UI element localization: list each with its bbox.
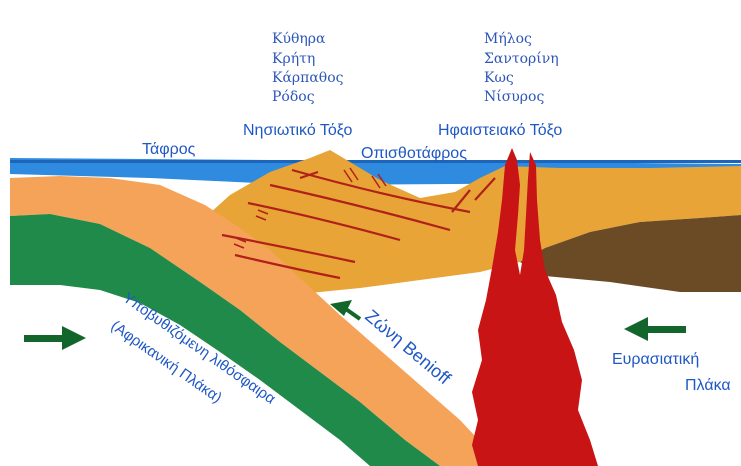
- island-name: Κύθηρα: [272, 31, 326, 47]
- eurasian-label-line1: Ευρασιατική: [612, 351, 699, 368]
- trench-label: Τάφρος: [142, 141, 196, 158]
- islands-list: Κύθηρα Κρήτη Κάρπαθος Ρόδος: [272, 31, 344, 105]
- volcano-name: Κως: [484, 70, 514, 86]
- volcanic-arc-label: Ηφαιστειακό Τόξο: [438, 122, 562, 139]
- island-name: Κρήτη: [272, 51, 315, 67]
- island-name: Κάρπαθος: [272, 70, 344, 86]
- volcanoes-list: Μήλος Σαντορίνη Κως Νίσυρος: [484, 31, 559, 105]
- island-arc-label: Νησιωτικό Τόξο: [243, 122, 353, 139]
- back-arc-label: Οπισθοτάφρος: [361, 145, 467, 162]
- left-arrow-icon: [624, 317, 686, 341]
- volcano-name: Μήλος: [484, 31, 532, 47]
- eurasian-label-line2: Πλάκα: [685, 377, 731, 394]
- volcano-name: Νίσυρος: [484, 88, 544, 105]
- right-arrow-icon: [24, 326, 86, 350]
- island-name: Ρόδος: [272, 89, 315, 105]
- volcano-name: Σαντορίνη: [484, 50, 559, 67]
